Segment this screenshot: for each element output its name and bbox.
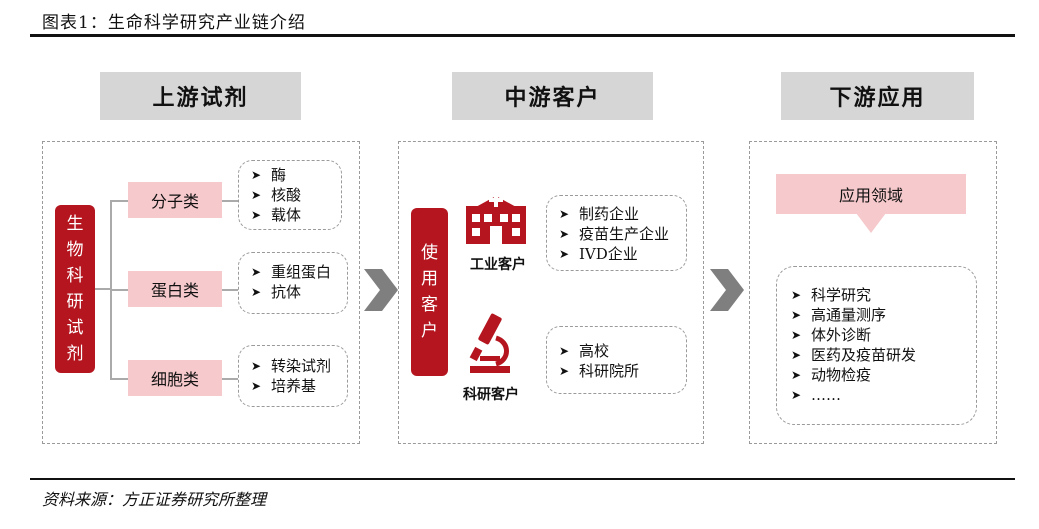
arrow-bullet-icon: ➤ xyxy=(251,188,262,202)
downstream-panel xyxy=(749,141,997,444)
industrial-client-label: 工业客户 xyxy=(470,257,526,273)
group-molecular: 分子类 xyxy=(128,182,222,218)
chevron-right-icon xyxy=(364,269,398,311)
list-item: ➤培养基 xyxy=(251,377,317,395)
midstream-category-char: 用 xyxy=(421,269,438,289)
arrow-bullet-icon: ➤ xyxy=(559,207,570,221)
list-item: ➤科研院所 xyxy=(559,362,640,380)
hospital-icon xyxy=(466,193,526,244)
list-item: ➤核酸 xyxy=(251,186,302,204)
list-item: ➤重组蛋白 xyxy=(251,263,332,281)
protein-items-box: ➤重组蛋白 ➤抗体 xyxy=(238,252,348,314)
industrial-items-box: ➤制药企业 ➤疫苗生产企业 ➤IVD企业 xyxy=(546,195,687,271)
cell-items-box: ➤转染试剂 ➤培养基 xyxy=(238,345,348,407)
arrow-bullet-icon: ➤ xyxy=(559,364,570,378)
research-client-label: 科研客户 xyxy=(463,387,519,403)
upstream-category-char: 生 xyxy=(66,214,84,234)
list-item: ➤医药及疫苗研发 xyxy=(791,346,917,364)
upstream-category-char: 科 xyxy=(66,266,84,286)
bottom-rule xyxy=(30,478,1015,480)
upstream-category-char: 试 xyxy=(66,318,84,338)
upstream-category-char: 剂 xyxy=(66,344,84,364)
midstream-category-char: 户 xyxy=(421,321,438,341)
connector-line xyxy=(110,200,128,202)
midstream-category-char: 客 xyxy=(421,295,438,315)
arrow-bullet-icon: ➤ xyxy=(791,308,802,322)
downstream-heading: 下游应用 xyxy=(781,72,974,120)
arrow-bullet-icon: ➤ xyxy=(251,285,262,299)
arrow-bullet-icon: ➤ xyxy=(251,208,262,222)
arrow-bullet-icon: ➤ xyxy=(791,368,802,382)
connector-line xyxy=(222,289,238,291)
list-item: ➤酶 xyxy=(251,166,287,184)
list-item: ➤…… xyxy=(791,386,841,404)
connector-line xyxy=(110,378,128,380)
connector-line xyxy=(222,378,238,380)
list-item: ➤载体 xyxy=(251,206,302,224)
research-items-box: ➤高校 ➤科研院所 xyxy=(546,326,687,394)
figure-title: 图表1：生命科学研究产业链介绍 xyxy=(42,13,306,33)
list-item: ➤疫苗生产企业 xyxy=(559,225,670,243)
list-item: ➤体外诊断 xyxy=(791,326,872,344)
application-banner: 应用领域 xyxy=(776,174,966,214)
midstream-panel xyxy=(398,141,704,444)
list-item: ➤高校 xyxy=(559,342,610,360)
list-item: ➤转染试剂 xyxy=(251,357,332,375)
top-rule xyxy=(30,34,1015,37)
group-protein: 蛋白类 xyxy=(128,271,222,307)
arrow-bullet-icon: ➤ xyxy=(251,379,262,393)
arrow-bullet-icon: ➤ xyxy=(251,265,262,279)
connector-line xyxy=(110,289,128,291)
arrow-bullet-icon: ➤ xyxy=(791,348,802,362)
connector-line xyxy=(95,288,111,290)
arrow-bullet-icon: ➤ xyxy=(559,247,570,261)
midstream-category-bar: 使 用 客 户 xyxy=(411,208,448,376)
list-item: ➤制药企业 xyxy=(559,205,640,223)
connector-line xyxy=(222,200,238,202)
midstream-heading: 中游客户 xyxy=(452,72,653,120)
list-item: ➤科学研究 xyxy=(791,286,872,304)
arrow-bullet-icon: ➤ xyxy=(791,388,802,402)
arrow-bullet-icon: ➤ xyxy=(791,288,802,302)
down-arrow-icon xyxy=(856,213,886,233)
arrow-bullet-icon: ➤ xyxy=(251,168,262,182)
group-cell: 细胞类 xyxy=(128,360,222,396)
upstream-heading: 上游试剂 xyxy=(100,72,301,120)
list-item: ➤抗体 xyxy=(251,283,302,301)
arrow-bullet-icon: ➤ xyxy=(791,328,802,342)
upstream-category-bar: 生 物 科 研 试 剂 xyxy=(55,205,95,373)
source-note: 资料来源：方正证券研究所整理 xyxy=(42,490,267,509)
arrow-bullet-icon: ➤ xyxy=(559,344,570,358)
microscope-icon xyxy=(469,313,510,373)
list-item: ➤动物检疫 xyxy=(791,366,872,384)
list-item: ➤高通量测序 xyxy=(791,306,887,324)
upstream-category-char: 物 xyxy=(66,240,84,260)
list-item: ➤IVD企业 xyxy=(559,245,638,263)
application-items-box: ➤科学研究 ➤高通量测序 ➤体外诊断 ➤医药及疫苗研发 ➤动物检疫 ➤…… xyxy=(776,266,977,425)
arrow-bullet-icon: ➤ xyxy=(559,227,570,241)
chevron-right-icon xyxy=(710,269,744,311)
midstream-category-char: 使 xyxy=(421,243,438,263)
upstream-panel xyxy=(42,141,360,444)
arrow-bullet-icon: ➤ xyxy=(251,359,262,373)
molecular-items-box: ➤酶 ➤核酸 ➤载体 xyxy=(238,160,342,230)
upstream-category-char: 研 xyxy=(66,292,84,312)
